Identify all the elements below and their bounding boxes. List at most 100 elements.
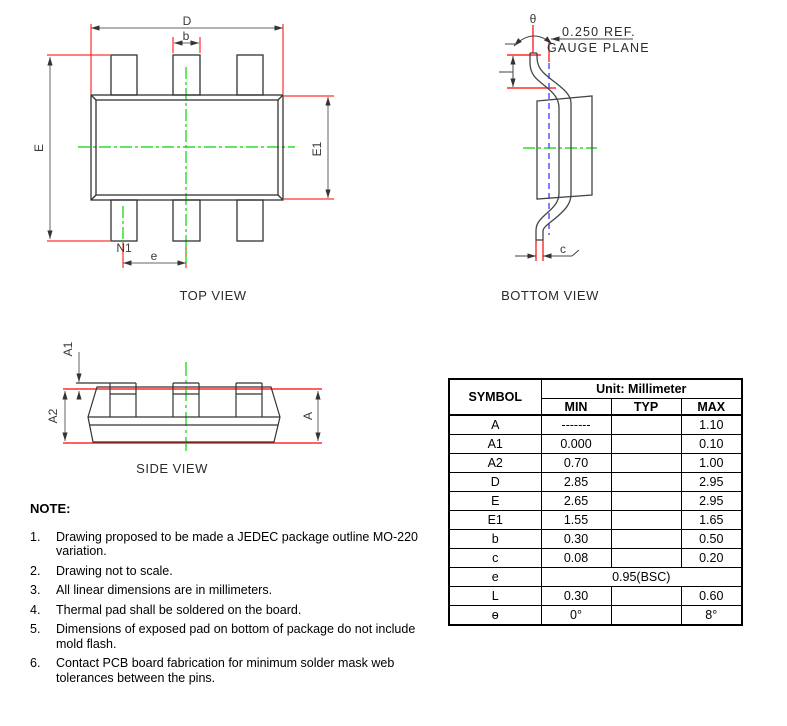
cell-typ — [610, 529, 682, 549]
cell-symbol: A2 — [448, 453, 542, 473]
table-header-row-minmax: MIN TYP MAX — [449, 398, 743, 416]
cell-max: 1.10 — [680, 414, 743, 435]
note-text: Dimensions of exposed pad on bottom of p… — [56, 622, 416, 651]
note-item: 4. Thermal pad shall be soldered on the b… — [30, 603, 428, 618]
note-number: 4. — [30, 602, 41, 617]
dim-label-E1: E1 — [310, 141, 324, 156]
cell-typ — [610, 472, 682, 492]
note-number: 1. — [30, 529, 41, 544]
bottom-view-drawing: θ 0.250 REF. GAUGE PLANE c BOTTOM VIEW — [499, 12, 650, 303]
note-item: 1. Drawing proposed to be made a JEDEC pa… — [30, 530, 428, 559]
cell-max: 8° — [680, 605, 743, 626]
note-text: Contact PCB board fabrication for minimu… — [56, 656, 395, 685]
bottom-view-body — [529, 52, 593, 241]
dim-label-A2: A2 — [46, 408, 60, 423]
note-number: 5. — [30, 622, 41, 636]
cell-min: 2.85 — [540, 472, 612, 492]
header-symbol: SYMBOL — [448, 378, 542, 416]
dim-label-A1: A1 — [61, 341, 75, 356]
cell-min: 0° — [540, 605, 612, 626]
note-text: All linear dimensions are in millimeters… — [56, 583, 273, 597]
note-text: Drawing proposed to be made a JEDEC pack… — [56, 529, 419, 559]
cell-typ — [610, 605, 682, 626]
dim-label-N1: N1 — [116, 241, 132, 255]
notes-section: NOTE: 1. Drawing proposed to be made a JE… — [30, 501, 428, 690]
cell-max: 0.60 — [680, 586, 743, 606]
note-item: 3. All linear dimensions are in millimete… — [30, 583, 428, 598]
cell-max: 0.50 — [680, 529, 743, 549]
cell-symbol: A — [448, 414, 542, 435]
header-typ: TYP — [610, 398, 682, 416]
note-item: 5. Dimensions of exposed pad on bottom of… — [30, 622, 428, 651]
cell-max: 2.95 — [680, 472, 743, 492]
cell-min: 2.65 — [540, 491, 612, 511]
note-item: 6. Contact PCB board fabrication for mini… — [30, 656, 428, 685]
note-text: Thermal pad shall be soldered on the boa… — [56, 602, 302, 617]
top-view-extension-lines — [47, 24, 334, 268]
cell-typ — [610, 414, 682, 435]
header-unit: Unit: Millimeter — [540, 378, 743, 399]
cell-max: 0.20 — [680, 548, 743, 568]
cell-span-value: 0.95(BSC) — [540, 567, 743, 587]
bottom-view-dimension-lines — [499, 35, 633, 259]
cell-symbol: e — [448, 567, 542, 587]
note-number: 3. — [30, 583, 41, 597]
cell-typ — [610, 510, 682, 530]
cell-max: 0.10 — [680, 434, 743, 454]
cell-max: 2.95 — [680, 491, 743, 511]
cell-min: 0.08 — [540, 548, 612, 568]
cell-typ — [610, 434, 682, 454]
note-number: 6. — [30, 656, 41, 670]
dim-label-theta: θ — [530, 12, 537, 26]
cell-symbol: E1 — [448, 510, 542, 530]
gauge-plane-label: GAUGE PLANE — [547, 41, 650, 55]
cell-symbol: c — [448, 548, 542, 568]
note-number: 2. — [30, 563, 41, 578]
cell-symbol: D — [448, 472, 542, 492]
note-item: 2.Drawing not to scale. — [30, 564, 428, 579]
dim-label-A: A — [301, 412, 315, 420]
dim-label-c: c — [560, 242, 566, 256]
table-row: A------- 1.10 — [448, 414, 743, 435]
cell-max: 1.00 — [680, 453, 743, 473]
side-view-caption: SIDE VIEW — [136, 461, 208, 476]
dim-label-b: b — [183, 29, 190, 43]
cell-min: 0.70 — [540, 453, 612, 473]
cell-min: 0.30 — [540, 586, 612, 606]
cell-min: 1.55 — [540, 510, 612, 530]
cell-symbol: ɵ — [448, 605, 542, 626]
cell-symbol: L — [448, 586, 542, 606]
notes-title: NOTE: — [30, 501, 71, 516]
cell-symbol: E — [448, 491, 542, 511]
cell-min: 0.30 — [540, 529, 612, 549]
dim-label-D: D — [183, 14, 192, 28]
cell-min: ------- — [540, 414, 612, 435]
cell-typ — [610, 586, 682, 606]
top-view-body — [90, 54, 284, 242]
header-max: MAX — [680, 398, 743, 416]
top-view-drawing: D b E E1 N1 e TOP VIEW — [32, 14, 334, 303]
cell-symbol: A1 — [448, 434, 542, 454]
cell-typ — [610, 548, 682, 568]
gauge-ref-label: 0.250 REF. — [562, 25, 636, 39]
header-min: MIN — [540, 398, 612, 416]
dim-label-E: E — [32, 144, 46, 152]
cell-typ — [610, 453, 682, 473]
dimensions-table: SYMBOL Unit: Millimeter MIN TYP MAX A---… — [448, 378, 744, 626]
cell-typ — [610, 491, 682, 511]
side-view-extension-lines — [63, 388, 322, 444]
side-view-body — [76, 382, 281, 443]
table-header-row-unit: SYMBOL Unit: Millimeter — [448, 378, 743, 416]
dim-label-e: e — [151, 249, 158, 263]
side-view-dimension-lines — [62, 352, 321, 441]
